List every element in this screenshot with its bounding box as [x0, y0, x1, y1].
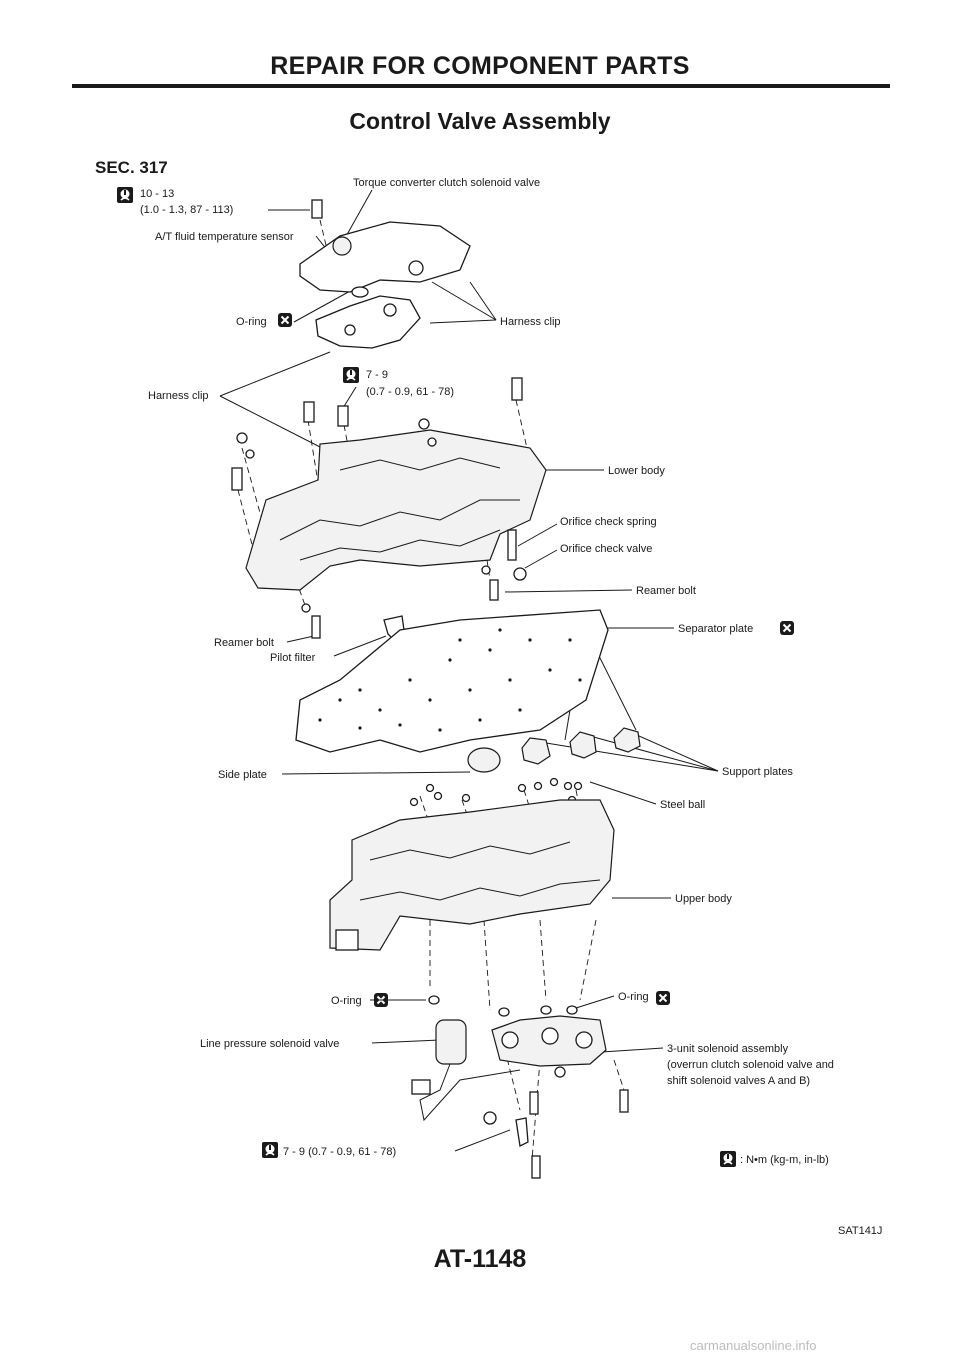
upper-body [329, 799, 615, 951]
label-3unit-1: 3-unit solenoid assembly [667, 1043, 789, 1055]
label-orifice-valve: Orifice check valve [560, 543, 652, 555]
non-reusable-icon [779, 620, 795, 636]
torque-icon [342, 366, 360, 384]
torque-icon [261, 1141, 279, 1159]
label-reamer-bolt-left: Reamer bolt [214, 637, 274, 649]
support-plate [613, 727, 641, 753]
tcc-solenoid-cluster [299, 199, 471, 349]
non-reusable-icon [277, 312, 293, 328]
label-oring-left: O-ring [331, 995, 362, 1007]
label-pilot-filter: Pilot filter [270, 652, 316, 664]
torque-legend: : N•m (kg-m, in-lb) [740, 1154, 829, 1166]
section-title: Control Valve Assembly [349, 108, 611, 134]
label-temp-sensor: A/T fluid temperature sensor [155, 231, 294, 243]
torque-icon [116, 186, 134, 204]
support-plate [521, 737, 551, 765]
label-side-plate: Side plate [218, 769, 267, 781]
torque-spec-3: 7 - 9 (0.7 - 0.9, 61 - 78) [283, 1146, 396, 1158]
leader-lines [219, 189, 719, 1152]
lower-body [231, 377, 547, 639]
label-support-plates: Support plates [722, 766, 793, 778]
separator-plate [295, 609, 609, 753]
torque-spec-1b: (1.0 - 1.3, 87 - 113) [140, 204, 233, 216]
label-orifice-spring: Orifice check spring [560, 516, 657, 528]
label-harness-clip-right: Harness clip [500, 316, 561, 328]
label-line-pressure: Line pressure solenoid valve [200, 1038, 339, 1050]
side-plate [467, 747, 501, 773]
watermark: carmanualsonline.info [690, 1338, 817, 1353]
torque-spec-1a: 10 - 13 [140, 188, 174, 200]
label-tcc-solenoid: Torque converter clutch solenoid valve [353, 177, 540, 189]
torque-legend-icon [719, 1150, 737, 1168]
page-number: AT-1148 [433, 1245, 527, 1273]
section-code: SEC. 317 [95, 158, 168, 177]
non-reusable-icon [655, 990, 671, 1006]
label-reamer-bolt-right: Reamer bolt [636, 585, 696, 597]
label-3unit-2: (overrun clutch solenoid valve and [667, 1059, 834, 1071]
label-separator-plate: Separator plate [678, 623, 753, 635]
header-rule [72, 84, 890, 88]
page-header-title: REPAIR FOR COMPONENT PARTS [270, 52, 690, 80]
label-upper-body: Upper body [675, 893, 732, 905]
label-3unit-3: shift solenoid valves A and B) [667, 1075, 810, 1087]
support-plate [569, 731, 597, 759]
label-oring-top: O-ring [236, 316, 267, 328]
label-oring-right: O-ring [618, 991, 649, 1003]
label-lower-body: Lower body [608, 465, 665, 477]
figure-id: SAT141J [838, 1225, 883, 1237]
label-harness-clip-left: Harness clip [148, 390, 209, 402]
torque-spec-2b: (0.7 - 0.9, 61 - 78) [366, 386, 454, 398]
label-steel-ball: Steel ball [660, 799, 705, 811]
bottom-solenoids [411, 995, 629, 1179]
torque-spec-2a: 7 - 9 [366, 369, 388, 381]
